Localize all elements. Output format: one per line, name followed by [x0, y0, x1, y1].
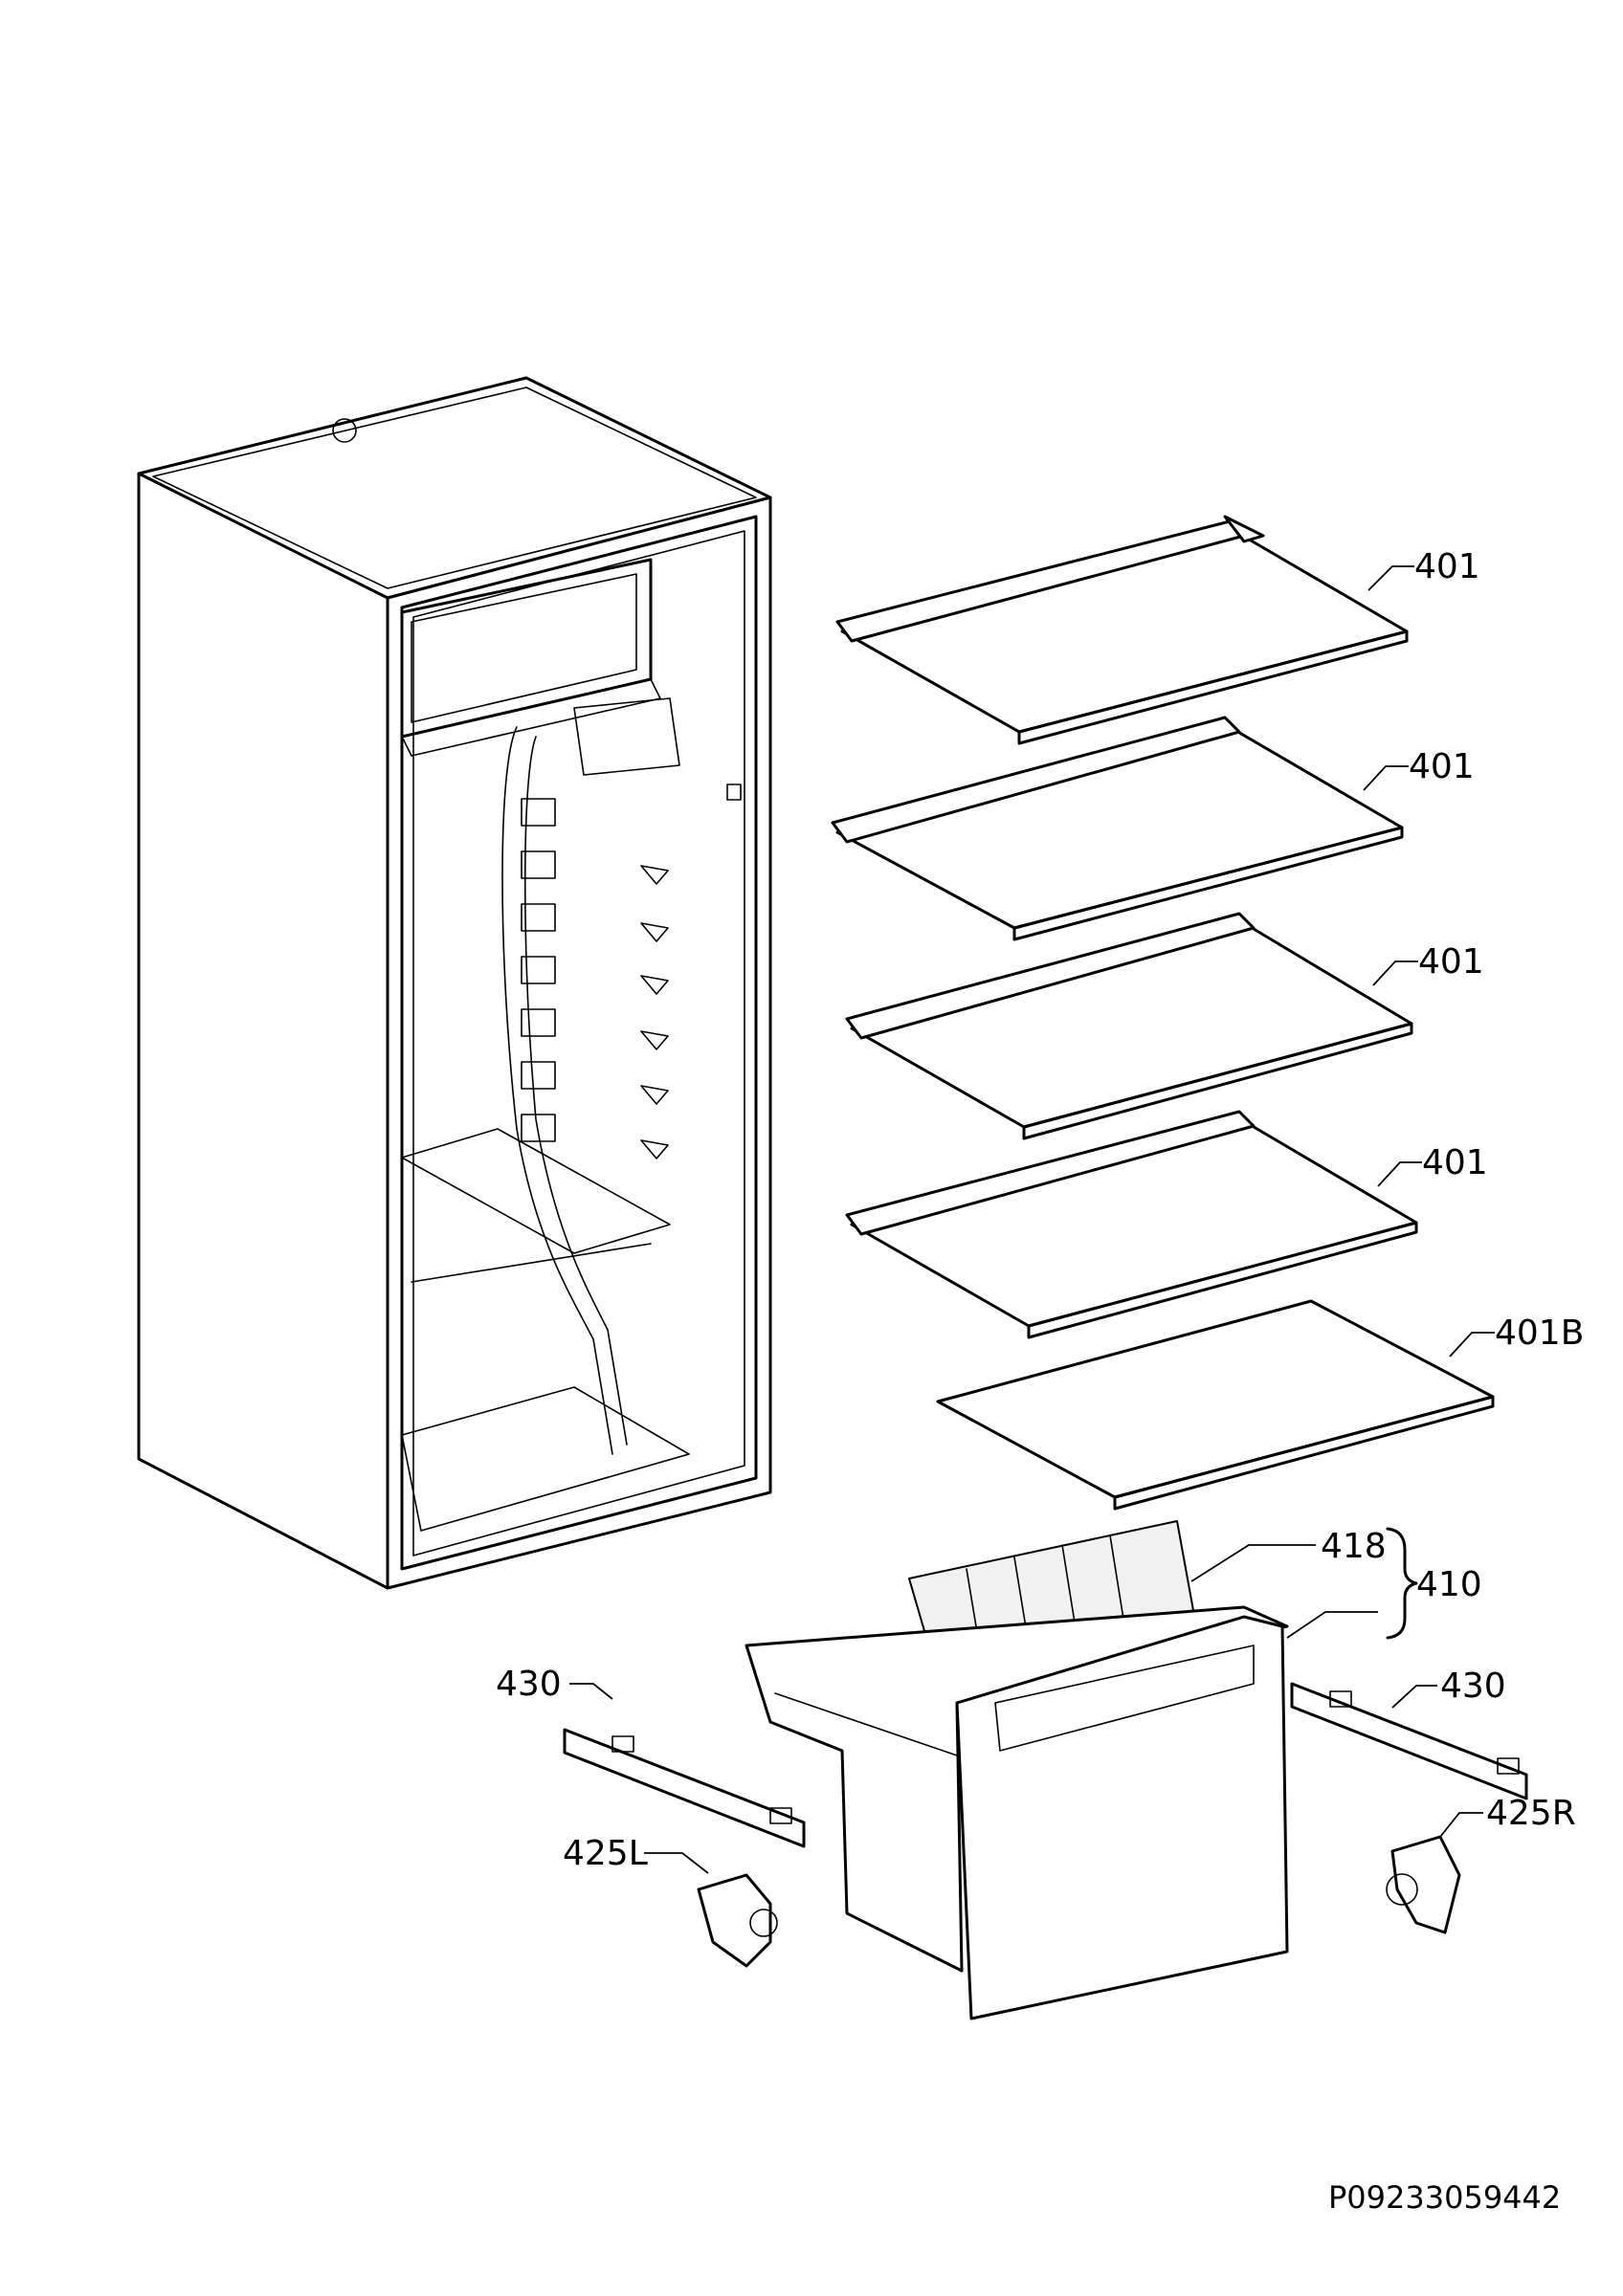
- drawing-number: P09233059442: [1328, 2179, 1561, 2216]
- glass-shelf-401b: [936, 1299, 1495, 1511]
- label-shelf-2: 401: [1409, 747, 1475, 786]
- label-drawer-divider: 418: [1321, 1527, 1387, 1566]
- label-crisper-drawer: 410: [1416, 1565, 1482, 1604]
- shelf-401-2: [831, 716, 1404, 941]
- rail-430-left: [563, 1728, 806, 1848]
- group-brace: [1386, 1527, 1418, 1640]
- shelf-401-4: [845, 1110, 1418, 1339]
- label-glass-shelf: 401B: [1495, 1314, 1584, 1353]
- fridge-cabinet: [137, 376, 772, 1590]
- label-rail-right: 430: [1440, 1667, 1506, 1706]
- label-support-right: 425R: [1486, 1794, 1576, 1833]
- support-425l: [697, 1873, 778, 1968]
- shelf-401-3: [845, 912, 1413, 1140]
- label-shelf-3: 401: [1418, 942, 1484, 982]
- label-support-left: 425L: [563, 1834, 648, 1873]
- label-rail-left: 430: [496, 1665, 562, 1704]
- shelf-401-1: [835, 515, 1409, 745]
- crisper-drawer: [745, 1520, 1289, 2020]
- shelf-supports: [521, 798, 669, 1159]
- support-425r: [1386, 1835, 1461, 1934]
- leader-lines: [569, 565, 1495, 1874]
- rail-430-right: [1290, 1682, 1528, 1800]
- label-shelf-1: 401: [1414, 547, 1480, 586]
- label-shelf-4: 401: [1422, 1143, 1488, 1182]
